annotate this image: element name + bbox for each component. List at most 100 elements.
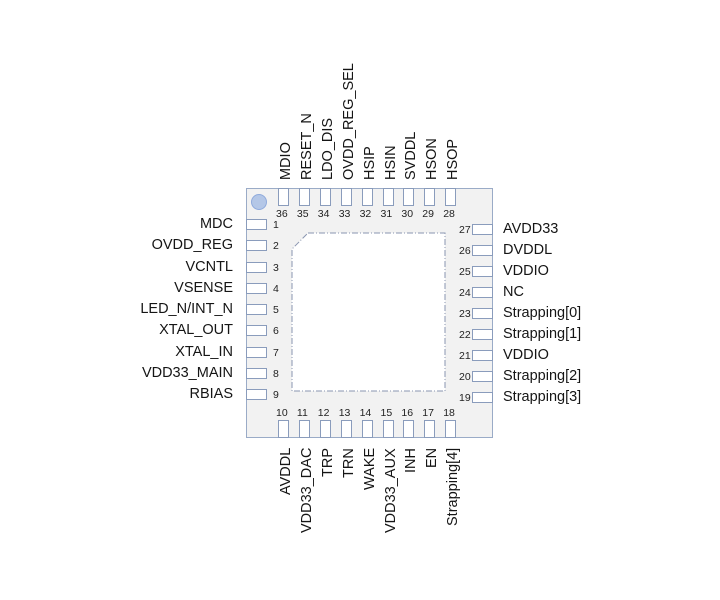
exposed-pad-outline	[291, 232, 446, 392]
pin-pad-left	[246, 325, 267, 337]
pin-label: Strapping[2]	[503, 368, 582, 384]
pin-number: 15	[380, 407, 393, 419]
pin-pad-right	[472, 392, 493, 403]
pin-number: 4	[273, 282, 279, 295]
pin-number: 31	[380, 208, 393, 220]
pin-pad-right	[472, 266, 493, 277]
pin-label: NC	[503, 284, 524, 300]
pin-pad-bottom	[382, 420, 394, 438]
pin-label: SVDDL	[403, 131, 420, 180]
pin-label: VDDIO	[503, 347, 549, 363]
pin-number: 3	[273, 261, 279, 274]
pin-number: 10	[276, 407, 288, 419]
pin-label: EN	[424, 448, 441, 469]
pin-pad-bottom	[403, 420, 415, 438]
pin-number: 14	[359, 407, 372, 419]
pin-number: 32	[359, 208, 372, 220]
pin-number: 1	[273, 219, 279, 231]
pin-pad-top	[424, 188, 436, 206]
pin-pad-left	[246, 367, 267, 379]
pin-pad-top	[382, 188, 394, 206]
pin-number: 9	[273, 389, 279, 401]
pin-label: HSOP	[445, 138, 462, 180]
pin-label: LDO_DIS	[319, 117, 336, 180]
pin-number: 35	[296, 208, 309, 220]
pin-label: TRN	[340, 448, 357, 478]
pin-number: 22	[459, 329, 471, 341]
pin-number: 5	[273, 304, 279, 316]
pin-pad-top	[278, 188, 289, 206]
pin-label: TRP	[319, 448, 336, 477]
pin-number: 30	[401, 208, 414, 220]
pin-pad-top	[340, 188, 352, 206]
pin-pad-left	[246, 240, 267, 252]
pin-pad-left	[246, 219, 267, 230]
pin-number: 26	[459, 245, 471, 257]
pin-pad-top	[403, 188, 415, 206]
pin-label: HSIP	[361, 146, 378, 180]
pin-label: MDIO	[278, 142, 294, 180]
pin1-marker-icon	[251, 194, 267, 210]
pin-label: HSON	[424, 138, 441, 180]
pin-number: 25	[459, 266, 471, 278]
pin-pad-bottom	[445, 420, 457, 438]
pin-label: XTAL_IN	[175, 343, 233, 360]
pin-number: 23	[459, 308, 471, 320]
pin-label: VCNTL	[185, 258, 233, 275]
pin-pad-left	[246, 304, 267, 315]
pin-label: HSIN	[382, 145, 399, 180]
pin-label: OVDD_REG_SEL	[340, 63, 357, 180]
pin-number: 33	[338, 208, 351, 220]
pin-number: 16	[401, 407, 414, 419]
pin-number: 8	[273, 367, 279, 380]
pin-number: 29	[422, 208, 434, 220]
pin-pad-right	[472, 245, 493, 256]
pin-label: VSENSE	[174, 279, 233, 296]
pin-pad-right	[472, 308, 493, 319]
pin-pad-left	[246, 282, 267, 294]
pin-label: Strapping[3]	[503, 389, 582, 405]
pin-label: AVDDL	[278, 448, 294, 496]
pin-number: 7	[273, 346, 279, 359]
pin-label: VDD33_MAIN	[141, 364, 233, 381]
pin-pad-right	[472, 224, 493, 235]
pin-label: RBIAS	[189, 386, 233, 402]
pin-label: XTAL_OUT	[159, 322, 233, 339]
pin-label: INH	[403, 448, 420, 473]
pin-label: VDDIO	[503, 263, 549, 279]
pin-number: 12	[317, 407, 330, 419]
pin-number: 11	[296, 407, 308, 419]
pin-number: 17	[422, 407, 434, 419]
pin-pad-bottom	[278, 420, 289, 438]
pin-number: 13	[338, 407, 351, 419]
pin-label: Strapping[4]	[445, 448, 462, 527]
pin-number: 21	[459, 350, 471, 362]
pin-label: OVDD_REG	[151, 237, 233, 254]
pin-pad-bottom	[361, 420, 373, 438]
pin-label: VDD33_AUX	[382, 448, 399, 533]
pin-pad-bottom	[298, 420, 310, 438]
pin-label: Strapping[1]	[503, 326, 582, 342]
pin-number: 34	[317, 208, 330, 220]
pin-pad-top	[319, 188, 331, 206]
pin-label: AVDD33	[503, 221, 559, 237]
pin-number: 2	[273, 240, 279, 253]
pin-label: VDD33_DAC	[298, 448, 315, 534]
pin-number: 24	[459, 287, 471, 299]
pin-number: 6	[273, 325, 279, 338]
pin-number: 20	[459, 371, 471, 383]
pin-number: 18	[443, 407, 455, 419]
pin-label: RESET_N	[298, 113, 315, 180]
pin-pad-right	[472, 287, 493, 298]
pin-pad-right	[472, 329, 493, 340]
pin-number: 27	[459, 224, 471, 236]
pin-pad-bottom	[340, 420, 352, 438]
pin-label: WAKE	[361, 448, 378, 491]
pin-label: MDC	[199, 216, 233, 232]
pin-number: 19	[459, 392, 471, 404]
pin-pad-bottom	[319, 420, 331, 438]
pin-pad-top	[298, 188, 310, 206]
pin-number: 28	[443, 208, 455, 220]
pin-label: LED_N/INT_N	[140, 301, 233, 317]
pin-pad-bottom	[424, 420, 436, 438]
